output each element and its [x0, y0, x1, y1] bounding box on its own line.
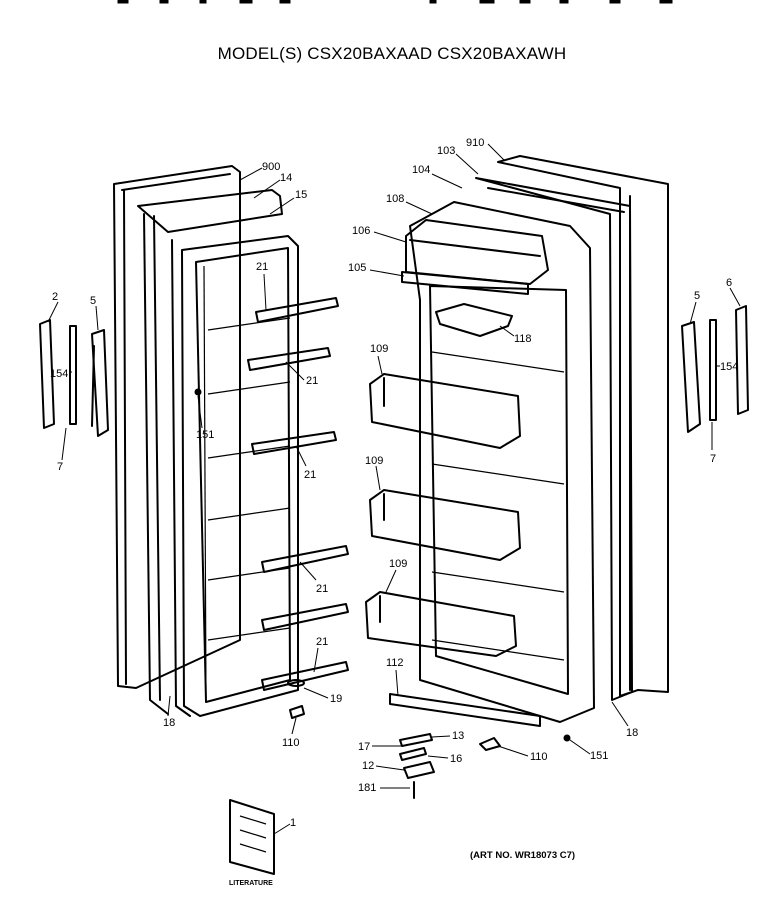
callout-900: 900 — [262, 161, 280, 173]
fresh-food-door-gasket — [475, 177, 633, 701]
callout-21-a: 21 — [256, 261, 268, 273]
callout-105: 105 — [348, 262, 366, 274]
callout-12: 12 — [362, 760, 374, 772]
callout-1: 1 — [290, 817, 296, 829]
callout-103: 103 — [437, 145, 455, 157]
callout-112: 112 — [386, 657, 404, 669]
callout-6: 6 — [726, 277, 732, 289]
fresh-food-door-liner — [409, 201, 595, 723]
callout-109-c: 109 — [389, 558, 407, 570]
callout-18-left: 18 — [163, 717, 175, 729]
callout-151-left: 151 — [196, 429, 214, 441]
bottom-bar-112 — [389, 693, 541, 727]
callout-106: 106 — [352, 225, 370, 237]
callout-21-e: 21 — [316, 636, 328, 648]
callout-19: 19 — [330, 693, 342, 705]
callout-18-right: 18 — [626, 727, 638, 739]
egg-tray-118 — [435, 303, 513, 337]
callout-7-right: 7 — [710, 453, 716, 465]
callout-109-b: 109 — [365, 455, 383, 467]
callout-21-c: 21 — [304, 469, 316, 481]
callout-110-left: 110 — [282, 737, 300, 749]
callout-118: 118 — [514, 333, 532, 345]
callout-110-right: 110 — [530, 751, 548, 763]
callout-108: 108 — [386, 193, 404, 205]
callout-21-d: 21 — [316, 583, 328, 595]
dairy-bar-105 — [401, 271, 529, 295]
art-number: (ART NO. WR18073 C7) — [470, 850, 576, 861]
freezer-door-handle — [91, 329, 109, 437]
literature-label: LITERATURE — [229, 880, 273, 887]
top-edge-marks — [117, 0, 673, 4]
freezer-shelf-bars — [247, 297, 349, 691]
freezer-screw-151 — [194, 388, 202, 396]
literature-booklet — [229, 799, 275, 875]
callout-14: 14 — [280, 172, 292, 184]
callout-7-left: 7 — [57, 461, 63, 473]
model-title: MODEL(S) CSX20BAXAAD CSX20BAXAWH — [217, 44, 567, 63]
freezer-door-liner — [171, 235, 299, 717]
callout-21-b: 21 — [306, 375, 318, 387]
callout-151-right: 151 — [590, 750, 608, 762]
callout-109-a: 109 — [370, 343, 388, 355]
callout-15: 15 — [295, 189, 307, 201]
callout-154-right: 154 — [720, 361, 738, 373]
callout-154-left: 154 — [50, 368, 68, 380]
callout-910: 910 — [466, 137, 484, 149]
freezer-handle-trim — [39, 319, 77, 429]
fresh-food-door-cap-110 — [479, 737, 501, 751]
callouts: 900 14 15 21 21 21 21 21 2 5 154 7 151 — [47, 137, 741, 835]
hinge-hardware — [399, 733, 435, 799]
callout-17: 17 — [358, 741, 370, 753]
callout-5-left: 5 — [90, 295, 96, 307]
callout-13: 13 — [452, 730, 464, 742]
callout-104: 104 — [412, 164, 430, 176]
freezer-door-gasket — [137, 189, 283, 715]
freezer-door-outer-panel — [113, 165, 241, 689]
door-bins-109 — [365, 373, 521, 657]
fresh-food-door-outer-panel — [497, 155, 669, 697]
callout-5-right: 5 — [694, 290, 700, 302]
fresh-food-screw-151 — [563, 734, 571, 742]
freezer-door-cap — [287, 679, 305, 719]
callout-16: 16 — [450, 753, 462, 765]
callout-181: 181 — [358, 782, 376, 794]
callout-2: 2 — [52, 291, 58, 303]
